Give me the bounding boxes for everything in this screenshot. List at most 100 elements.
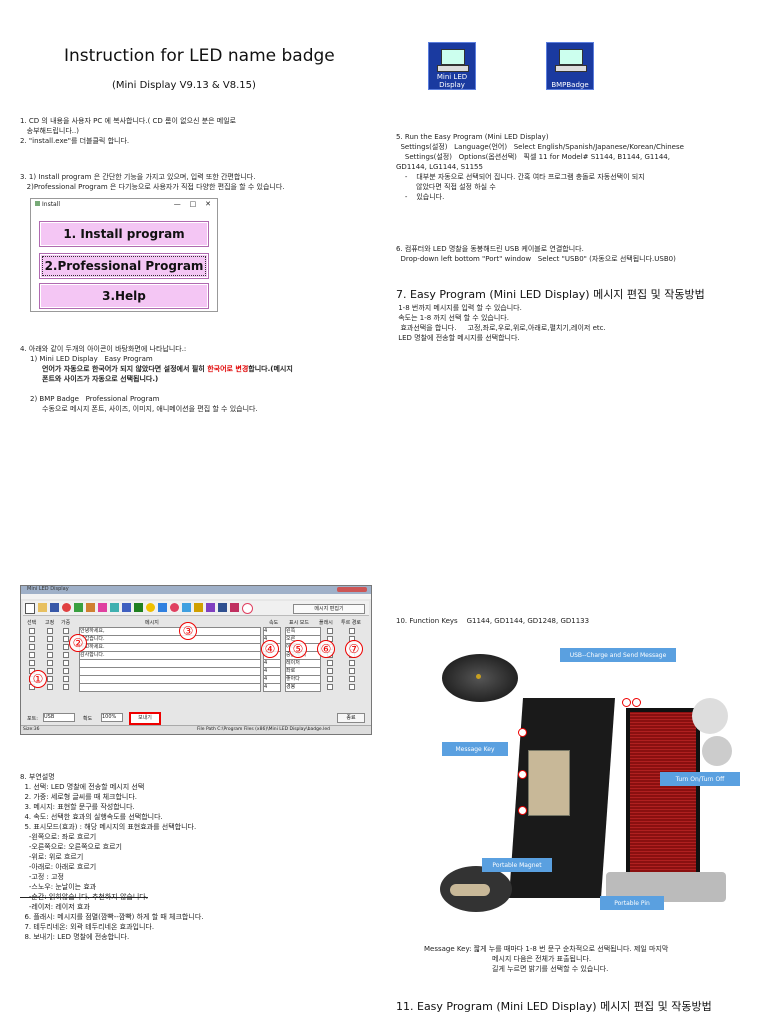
toolbar-icons: [25, 603, 253, 614]
fixed-checkbox[interactable]: [47, 684, 53, 690]
intro-steps: 1. CD 의 내용을 사용자 PC 에 복사합니다.( CD 롬이 없으신 분…: [20, 116, 236, 146]
weight-checkbox[interactable]: [63, 644, 69, 650]
border-checkbox[interactable]: [349, 684, 355, 690]
help-button[interactable]: 3.Help: [39, 283, 209, 309]
flash-checkbox[interactable]: [327, 628, 333, 634]
save-icon[interactable]: [50, 603, 59, 612]
flash-checkbox[interactable]: [327, 684, 333, 690]
table-row: 4 경봉: [27, 683, 367, 692]
new-file-icon[interactable]: [25, 603, 35, 614]
section8-line: -아래로: 아래로 흐르기: [20, 863, 97, 871]
speech-icon[interactable]: [182, 603, 191, 612]
select-checkbox[interactable]: [29, 628, 35, 634]
flash-checkbox[interactable]: [327, 660, 333, 666]
crown-icon[interactable]: [194, 603, 203, 612]
house-icon[interactable]: [134, 603, 143, 612]
section8-line: -오른쪽으로: 오른쪽으로 흐르기: [20, 843, 122, 851]
lightning-icon[interactable]: [158, 603, 167, 612]
border-checkbox[interactable]: [349, 628, 355, 634]
section8-line: -스노우: 눈날이는 효과: [20, 883, 97, 891]
section8-line: 5. 표시모드(효과) : 해당 메시지의 표현효과를 선택합니다.: [20, 823, 197, 831]
message-editor-button[interactable]: 메시지 편집기: [293, 604, 365, 614]
install-window-title: Install: [35, 201, 60, 208]
gift-icon[interactable]: [110, 603, 119, 612]
fixed-checkbox[interactable]: [47, 636, 53, 642]
section10-heading: 10. Function Keys G1144, GD1144, GD1248,…: [396, 617, 590, 625]
flash-checkbox[interactable]: [327, 668, 333, 674]
select-checkbox[interactable]: [29, 636, 35, 642]
callout-turn-on-off: Turn On/Turn Off: [660, 772, 740, 786]
exit-button[interactable]: 종료: [337, 713, 365, 723]
select-checkbox[interactable]: [29, 660, 35, 666]
message-input[interactable]: [79, 683, 261, 692]
book-icon[interactable]: [122, 603, 131, 612]
monitor-icon[interactable]: [218, 603, 227, 612]
weight-checkbox[interactable]: [63, 684, 69, 690]
fixed-checkbox[interactable]: [47, 676, 53, 682]
section8-line: -레이저: 레이저 효과: [20, 903, 90, 911]
section8-line: -고정 : 고정: [20, 873, 64, 881]
open-folder-icon[interactable]: [38, 603, 47, 612]
window-controls-icon[interactable]: [337, 587, 367, 592]
border-checkbox[interactable]: [349, 676, 355, 682]
sun-icon[interactable]: [146, 603, 155, 612]
speed-select[interactable]: 4: [263, 683, 281, 692]
car-icon[interactable]: [206, 603, 215, 612]
weight-checkbox[interactable]: [63, 628, 69, 634]
marker-2: ②: [69, 634, 87, 652]
mode-select[interactable]: 경봉: [285, 683, 321, 692]
heart-icon[interactable]: [242, 603, 253, 614]
window-controls[interactable]: — □ ✕: [173, 200, 211, 208]
smile-icon[interactable]: [62, 603, 71, 612]
install-window: Install — □ ✕ 1. Install program 2.Profe…: [30, 198, 218, 312]
magnet-holes: [450, 884, 490, 896]
border-checkbox[interactable]: [349, 668, 355, 674]
flash-checkbox[interactable]: [327, 676, 333, 682]
mini-led-display-window: Mini LED Display 메시지 편집기: [20, 585, 372, 735]
port-label: 포트:: [27, 716, 38, 722]
mini-led-display-desktop-icon[interactable]: Mini LED Display: [428, 42, 476, 90]
bottom-bar: 포트: USB 확도 100% 보내기 종료: [27, 712, 367, 725]
zoom-select[interactable]: 100%: [101, 713, 123, 722]
port-select[interactable]: USB: [43, 713, 75, 722]
step4-sub1-text: 언어가 자동으로 한국어가 되지 않았다면 설정에서 필히 한국어로 변경합니다…: [42, 365, 293, 373]
table-header: 선택 고정 가중 메시지 속도 표시 모드 플래시 투르 경로: [27, 619, 367, 626]
select-checkbox[interactable]: [29, 652, 35, 658]
professional-program-button[interactable]: 2.Professional Program: [39, 253, 209, 279]
section8-line: 8. 보내기: LED 명찰에 전송합니다.: [20, 933, 130, 941]
weight-checkbox[interactable]: [63, 668, 69, 674]
fixed-checkbox[interactable]: [47, 660, 53, 666]
mail-icon[interactable]: [230, 603, 239, 612]
arrow-icon[interactable]: [74, 603, 83, 612]
step4-sub2-text: 수동으로 메시지 폰트, 사이즈, 이미지, 애니메이션을 편집 할 수 있습니…: [42, 405, 258, 413]
section7-heading: 7. Easy Program (Mini LED Display) 메시지 편…: [396, 288, 705, 301]
install-program-button[interactable]: 1. Install program: [39, 221, 209, 247]
border-checkbox[interactable]: [349, 660, 355, 666]
fixed-checkbox[interactable]: [47, 668, 53, 674]
fixed-checkbox[interactable]: [47, 628, 53, 634]
send-button[interactable]: 보내기: [129, 712, 161, 725]
bmpbadge-desktop-icon[interactable]: BMPBadge: [546, 42, 594, 90]
fixed-checkbox[interactable]: [47, 644, 53, 650]
step5: 5. Run the Easy Program (Mini LED Displa…: [396, 132, 684, 202]
step4-sub1: 1) Mini LED Display Easy Program: [30, 355, 153, 363]
caption-line: Message Key: 짧게 누를 때마다 1-8 번 문구 순차적으로 선택…: [424, 945, 669, 953]
weight-checkbox[interactable]: [63, 676, 69, 682]
weight-checkbox[interactable]: [63, 660, 69, 666]
step4-sub2: 2) BMP Badge Professional Program: [30, 395, 160, 403]
col-speed: 속도: [269, 620, 279, 626]
menu-bar[interactable]: [21, 594, 371, 599]
step5-line: 않았다면 직접 설정 하실 수: [396, 183, 496, 191]
bow-icon[interactable]: [98, 603, 107, 612]
weight-checkbox[interactable]: [63, 652, 69, 658]
clock-icon[interactable]: [170, 603, 179, 612]
select-checkbox[interactable]: [29, 644, 35, 650]
badge-product-photo: USB--Charge and Send Message Message Key…: [420, 640, 760, 920]
character-icon[interactable]: [86, 603, 95, 612]
icon-label: BMPBadge: [551, 81, 589, 89]
col-message: 메시지: [145, 620, 159, 626]
badge-front-led-image: [626, 708, 700, 888]
weight-checkbox[interactable]: [63, 636, 69, 642]
section11-heading: 11. Easy Program (Mini LED Display) 메시지 …: [396, 1000, 712, 1013]
fixed-checkbox[interactable]: [47, 652, 53, 658]
